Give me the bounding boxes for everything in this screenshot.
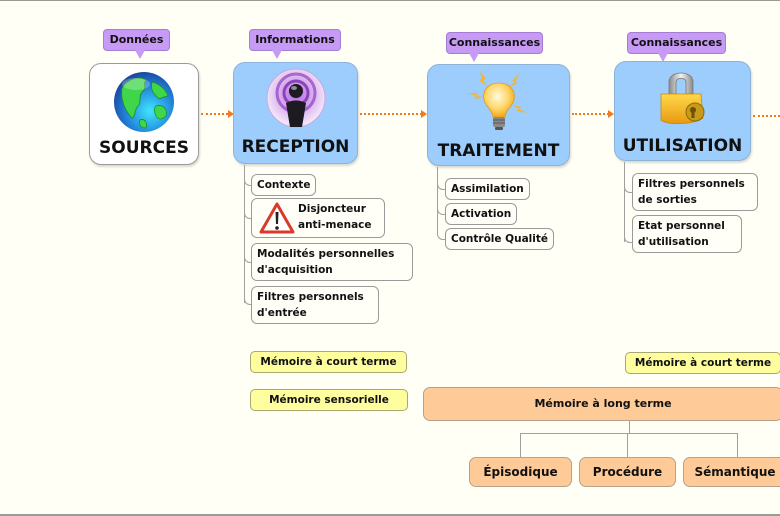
branch-line xyxy=(624,184,633,193)
stage-traitement[interactable]: TRAITEMENT xyxy=(427,64,570,166)
traitement-child-activation[interactable]: Activation xyxy=(445,203,518,225)
node-label: Contexte xyxy=(257,179,311,191)
lightbulb-icon xyxy=(467,71,528,130)
flow-connector xyxy=(360,113,422,115)
node-label: Assimilation xyxy=(451,183,524,195)
flow-connector xyxy=(572,113,609,115)
memory-procedure[interactable]: Procédure xyxy=(579,457,676,487)
memory-short-term-left[interactable]: Mémoire à court terme xyxy=(250,351,407,373)
node-label-line1: Etat personnel xyxy=(638,220,725,232)
traitement-child-controle-qualite[interactable]: Contrôle Qualité xyxy=(445,228,555,250)
callout-connaissances-2[interactable]: Connaissances xyxy=(627,32,726,62)
flow-connector xyxy=(753,115,780,117)
branch-line xyxy=(437,231,446,240)
memory-long-term[interactable]: Mémoire à long terme xyxy=(423,387,780,421)
callout-tail xyxy=(469,53,479,62)
callout-label: Informations xyxy=(255,33,335,46)
branch-line xyxy=(437,181,446,190)
tree-line xyxy=(737,433,738,457)
callout-informations[interactable]: Informations xyxy=(249,29,341,59)
warning-icon xyxy=(259,202,295,234)
node-label: Épisodique xyxy=(483,465,558,479)
utilisation-child-filtres-sorties[interactable]: Filtres personnels de sorties xyxy=(632,173,758,211)
memory-episodique[interactable]: Épisodique xyxy=(469,457,572,487)
memory-semantique[interactable]: Sémantique xyxy=(683,457,780,487)
node-label: Mémoire à court terme xyxy=(260,356,397,368)
utilisation-child-etat-personnel[interactable]: Etat personnel d'utilisation xyxy=(632,215,742,253)
node-label: Mémoire sensorielle xyxy=(269,394,389,406)
branch-line xyxy=(244,210,253,219)
callout-tail xyxy=(658,53,668,62)
node-label-line1: Filtres personnels xyxy=(638,178,745,190)
node-label: Mémoire à court terme xyxy=(634,357,772,369)
arrow-icon xyxy=(228,110,234,118)
branch-line xyxy=(244,254,253,263)
frame-top-border xyxy=(0,0,780,1)
node-label: Mémoire à long terme xyxy=(534,397,672,410)
node-label-line2: d'utilisation xyxy=(638,236,709,248)
tree-line xyxy=(520,433,738,434)
frame-bottom-border xyxy=(0,514,780,516)
stage-label: TRAITEMENT xyxy=(437,141,560,161)
branch-line xyxy=(437,206,446,215)
callout-tail xyxy=(272,50,282,59)
arrow-icon xyxy=(608,110,614,118)
node-label-line1: Disjoncteur xyxy=(298,203,366,215)
reception-child-filtres-entree[interactable]: Filtres personnels d'entrée xyxy=(251,286,379,324)
branch-line xyxy=(244,165,245,303)
node-label: Procédure xyxy=(592,465,663,479)
branch-line xyxy=(624,162,625,242)
reception-child-contexte[interactable]: Contexte xyxy=(251,174,317,196)
callout-label: Données xyxy=(109,33,164,46)
stage-reception[interactable]: RECEPTION xyxy=(233,62,358,164)
node-label: Sémantique xyxy=(694,465,776,479)
stage-label: RECEPTION xyxy=(241,137,350,157)
stage-label: SOURCES xyxy=(99,138,189,158)
node-label: Activation xyxy=(451,208,512,220)
stage-utilisation[interactable]: UTILISATION xyxy=(614,61,751,161)
stage-sources[interactable]: SOURCES xyxy=(89,63,199,165)
callout-donnees[interactable]: Données xyxy=(103,29,170,59)
reception-child-disjoncteur[interactable]: Disjoncteur anti-menace xyxy=(251,198,385,238)
callout-label: Connaissances xyxy=(448,36,541,49)
callout-tail xyxy=(135,50,145,59)
traitement-child-assimilation[interactable]: Assimilation xyxy=(445,178,530,200)
branch-line xyxy=(624,234,633,243)
memory-sensory[interactable]: Mémoire sensorielle xyxy=(250,389,408,411)
node-label-line2: de sorties xyxy=(638,194,697,206)
tree-line xyxy=(629,421,630,433)
callout-connaissances[interactable]: Connaissances xyxy=(446,32,543,62)
node-label-line1: Filtres personnels xyxy=(257,291,364,303)
node-label-line2: anti-menace xyxy=(298,219,372,231)
node-label: Contrôle Qualité xyxy=(451,233,549,245)
callout-label: Connaissances xyxy=(630,36,723,49)
tree-line xyxy=(627,433,628,457)
padlock-icon xyxy=(660,72,704,124)
stage-label: UTILISATION xyxy=(622,136,743,156)
node-label-line1: Modalités personnelles xyxy=(257,248,395,260)
flow-connector xyxy=(201,113,228,115)
branch-line xyxy=(437,167,438,231)
arrow-icon xyxy=(421,110,427,118)
branch-line xyxy=(244,296,253,305)
memory-short-term-right[interactable]: Mémoire à court terme xyxy=(625,352,780,374)
branch-line xyxy=(244,177,253,186)
tree-line xyxy=(520,433,521,457)
reception-child-modalites[interactable]: Modalités personnelles d'acquisition xyxy=(251,243,413,281)
podcast-icon xyxy=(266,68,325,128)
globe-icon xyxy=(114,72,174,132)
node-label-line2: d'acquisition xyxy=(257,264,333,276)
node-label-line2: d'entrée xyxy=(257,307,307,319)
